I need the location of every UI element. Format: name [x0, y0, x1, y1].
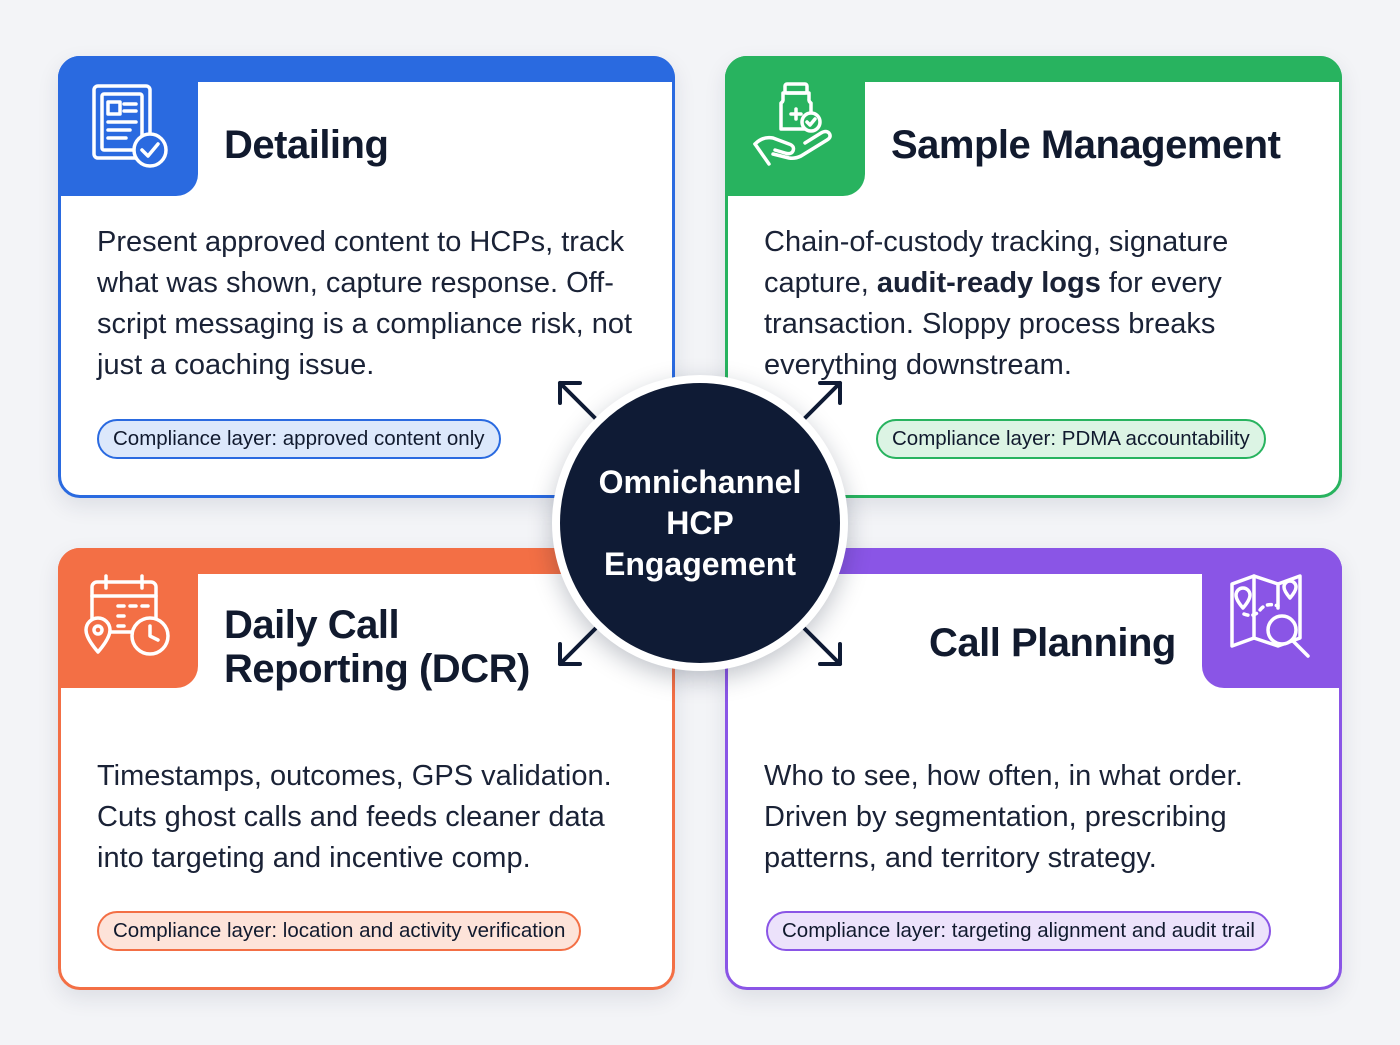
card-title-line: Daily Call	[224, 603, 400, 647]
medicine-hand-icon	[725, 56, 865, 196]
arrow-to-sample-management	[798, 381, 842, 425]
detailing-card: Detailing Present approved content to HC…	[58, 56, 675, 498]
description-text: for every transaction. Sloppy process br…	[764, 267, 1222, 381]
card-title: Call Planning	[929, 621, 1176, 665]
description-emphasis: audit-ready logs	[876, 267, 1101, 299]
card-description: Present approved content to HCPs, track …	[97, 226, 633, 381]
map-search-icon	[1202, 548, 1342, 688]
arrow-to-detailing	[558, 381, 602, 425]
hub-label: Omnichannel HCP Engagement	[598, 463, 802, 582]
card-title-line: Reporting (DCR)	[224, 647, 530, 691]
card-title: Detailing	[224, 123, 389, 167]
calendar-location-clock-icon	[58, 548, 198, 688]
card-title: Daily Call Reporting (DCR)	[224, 603, 530, 691]
description-text: Chain-of-custody tracking, signature cap…	[764, 226, 1229, 299]
compliance-badge: Compliance layer: location and activity …	[97, 911, 582, 951]
compliance-badge: Compliance layer: targeting alignment an…	[766, 911, 1271, 951]
compliance-badge: Compliance layer: approved content only	[97, 419, 501, 459]
call-planning-card: Call Planning Who to see, how often, in …	[725, 548, 1342, 990]
arrow-to-daily-call-reporting	[558, 622, 602, 666]
card-description: Who to see, how often, in what order. Dr…	[764, 760, 1243, 874]
central-hub: Omnichannel HCP Engagement	[552, 375, 848, 671]
document-check-icon	[58, 56, 198, 196]
card-title: Sample Management	[891, 123, 1281, 167]
card-description: Timestamps, outcomes, GPS validation. Cu…	[97, 760, 612, 874]
sample-management-card: Sample Management Chain-of-custody track…	[725, 56, 1342, 498]
card-description: Chain-of-custody tracking, signature cap…	[764, 222, 1324, 386]
daily-call-reporting-card: Daily Call Reporting (DCR) Timestamps, o…	[58, 548, 675, 990]
compliance-badge: Compliance layer: PDMA accountability	[876, 419, 1266, 459]
arrow-to-call-planning	[798, 622, 842, 666]
